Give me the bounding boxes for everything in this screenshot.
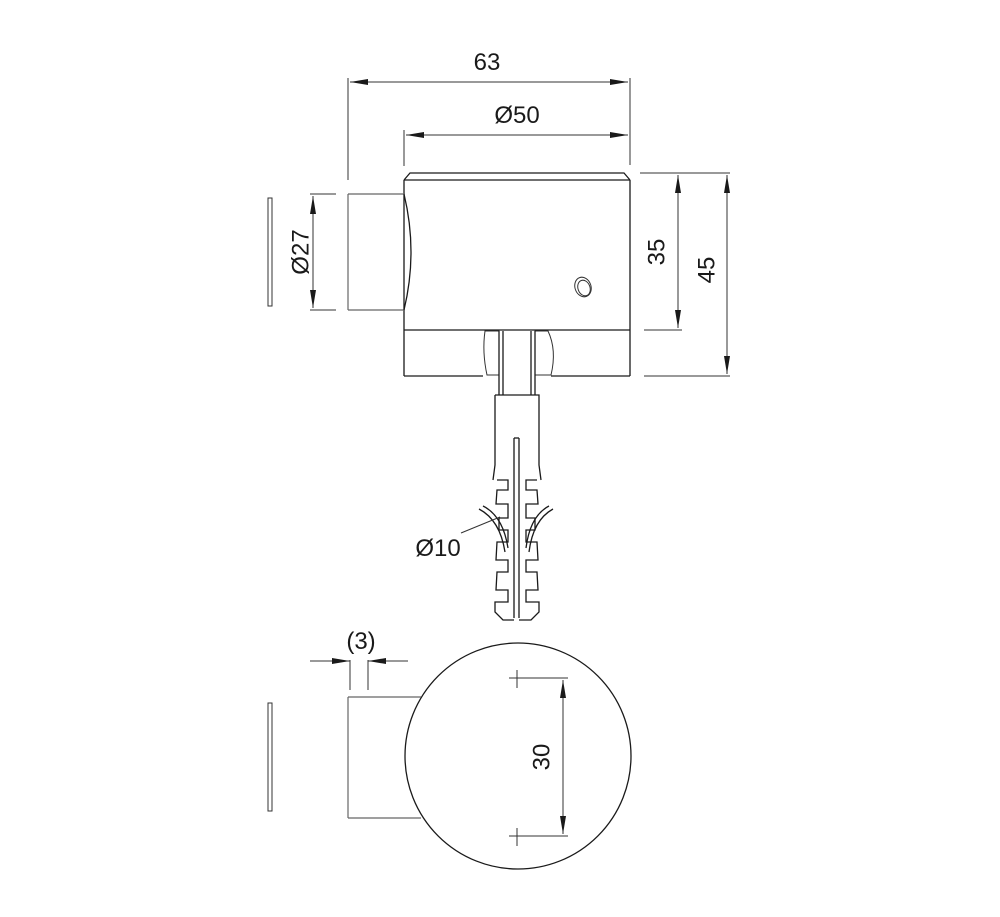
dim-30: 30	[527, 677, 568, 837]
wall-line-upper	[267, 197, 273, 307]
dim-45-label: 45	[693, 257, 720, 284]
side-view	[267, 172, 631, 621]
hole-center-top	[509, 670, 527, 688]
dim-d10-label: Ø10	[415, 535, 460, 562]
wall-anchor	[478, 394, 554, 621]
dim-d10: Ø10	[415, 516, 501, 562]
dim-3-label: (3)	[346, 628, 375, 655]
dim-63-label: 63	[474, 49, 501, 76]
dim-d27-label: Ø27	[287, 229, 314, 274]
set-screw-hole	[574, 276, 592, 298]
body-upper	[403, 172, 631, 377]
bumper-plan	[347, 696, 421, 819]
dim-d50-label: Ø50	[494, 102, 539, 129]
dim-45: 45	[644, 175, 730, 377]
base-circle	[404, 642, 632, 870]
bottom-view	[267, 642, 632, 870]
hole-center-bottom	[509, 828, 527, 846]
rubber-bumper	[347, 193, 412, 311]
dim-63: 63	[347, 49, 631, 180]
dim-3: (3)	[310, 628, 408, 690]
hatched-section	[483, 330, 554, 376]
wall-line-lower	[267, 702, 273, 812]
screw-shank	[498, 331, 536, 395]
dim-d50: Ø50	[403, 102, 628, 166]
dim-35: 35	[640, 172, 730, 331]
dim-30-label: 30	[528, 744, 555, 771]
dim-d27: Ø27	[287, 193, 336, 311]
dim-35-label: 35	[643, 239, 670, 266]
